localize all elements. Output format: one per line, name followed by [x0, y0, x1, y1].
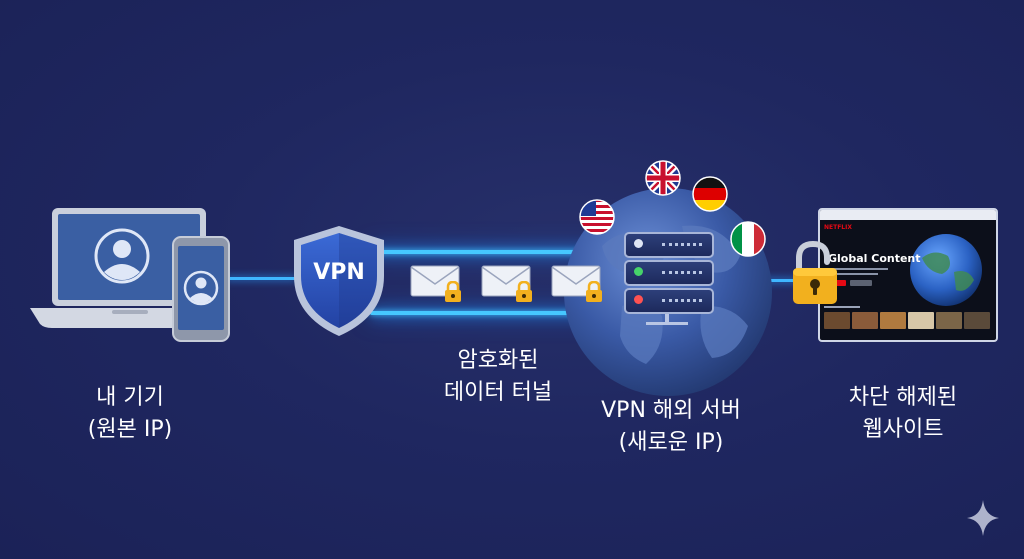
- site-label-line-2: 웹사이트: [862, 417, 944, 442]
- site-brand: NETFLIX: [824, 224, 852, 231]
- device-to-shield-line: [226, 277, 296, 280]
- device-label-line-2: (원본 IP): [87, 417, 173, 442]
- tunnel-label-line-1: 암호화된: [457, 348, 539, 373]
- sparkle-icon: [967, 500, 999, 536]
- hero-title: Global Content: [828, 252, 921, 265]
- flag-it-icon: [730, 221, 766, 257]
- tunnel-label-line-2: 데이터 터널: [443, 380, 553, 405]
- site-label-line-1: 차단 해제된: [848, 385, 958, 410]
- flag-us-icon: [579, 199, 615, 235]
- vpn-shield-icon: [294, 226, 384, 336]
- info-button[interactable]: [850, 280, 872, 286]
- vpn-shield-text: VPN: [313, 260, 365, 285]
- flag-de-icon: [692, 176, 728, 212]
- server-label: VPN 해외 서버 (새로운 IP): [566, 395, 776, 459]
- content-thumbnail[interactable]: [852, 312, 878, 329]
- globe-icon: [910, 234, 982, 306]
- row-heading: [824, 306, 860, 308]
- phone-icon: [172, 236, 230, 342]
- content-thumbnail[interactable]: [908, 312, 934, 329]
- flag-uk-icon: [645, 160, 681, 196]
- device-label-line-1: 내 기기: [96, 385, 164, 410]
- content-thumbnail[interactable]: [824, 312, 850, 329]
- site-label: 차단 해제된 웹사이트: [808, 382, 998, 446]
- tunnel-label: 암호화된 데이터 터널: [398, 345, 598, 409]
- content-thumbnail[interactable]: [880, 312, 906, 329]
- content-thumbnail[interactable]: [936, 312, 962, 329]
- hero-text-line: [828, 268, 888, 270]
- hero-text-line: [828, 273, 878, 275]
- tunnel-bottom-line: [370, 311, 630, 315]
- padlock-icon: [586, 281, 602, 302]
- server-label-line-2: (새로운 IP): [618, 430, 724, 455]
- unlocked-padlock-icon: [793, 240, 837, 304]
- browser-title-bar: [820, 210, 996, 220]
- unblocked-website-window: NETFLIX Global Content: [818, 208, 998, 342]
- device-label: 내 기기 (원본 IP): [40, 382, 220, 446]
- server-icon: [624, 232, 714, 332]
- padlock-icon: [516, 281, 532, 302]
- laptop-icon: [30, 208, 230, 328]
- tunnel-top-line: [370, 250, 630, 254]
- server-label-line-1: VPN 해외 서버: [601, 398, 741, 423]
- content-thumbnail[interactable]: [964, 312, 990, 329]
- padlock-icon: [445, 281, 461, 302]
